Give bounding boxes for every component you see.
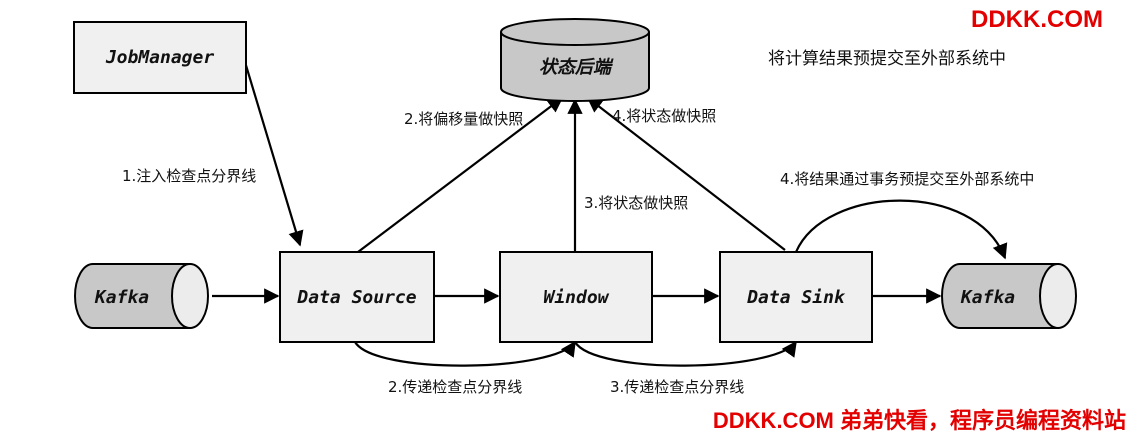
kafka-sink-label: Kafka (960, 287, 1015, 308)
data-source-node (279, 251, 435, 343)
edge-barrier-source-window (354, 340, 576, 367)
label-sink-precommit: 4.将结果通过事务预提交至外部系统中 (780, 170, 1034, 188)
edge-source-snapshot (357, 97, 564, 253)
state-backend-label: 状态后端 (539, 57, 614, 78)
edge-barrier-window-sink (574, 340, 797, 367)
state-backend-node (500, 18, 650, 102)
window-label: Window (543, 287, 609, 308)
label-barrier-to-window: 2.传递检查点分界线 (388, 378, 522, 396)
kafka-source-node (74, 263, 209, 329)
note-top-right: 将计算结果预提交至外部系统中 (768, 49, 1006, 69)
watermark-bottom: DDKK.COM 弟弟快看，程序员编程资料站 (713, 408, 1126, 433)
kafka-source-label: Kafka (94, 287, 149, 308)
data-sink-node (719, 251, 873, 343)
edge-sink-precommit (794, 199, 1008, 260)
window-node (499, 251, 653, 343)
kafka-sink-node (941, 263, 1077, 329)
label-inject-barrier: 1.注入检查点分界线 (122, 167, 256, 185)
edge-sink-snapshot (586, 97, 786, 251)
label-window-snapshot: 3.将状态做快照 (584, 194, 688, 212)
label-snapshot-offset: 2.将偏移量做快照 (404, 110, 523, 128)
edge-inject-barrier (243, 61, 304, 247)
jobmanager-label: JobManager (105, 47, 215, 68)
label-sink-snapshot: 4.将状态做快照 (612, 107, 716, 125)
label-barrier-to-sink: 3.传递检查点分界线 (610, 378, 744, 396)
data-sink-label: Data Sink (746, 287, 846, 308)
jobmanager-node (73, 21, 247, 94)
watermark-top: DDKK.COM (971, 6, 1103, 33)
data-source-label: Data Source (296, 287, 416, 308)
